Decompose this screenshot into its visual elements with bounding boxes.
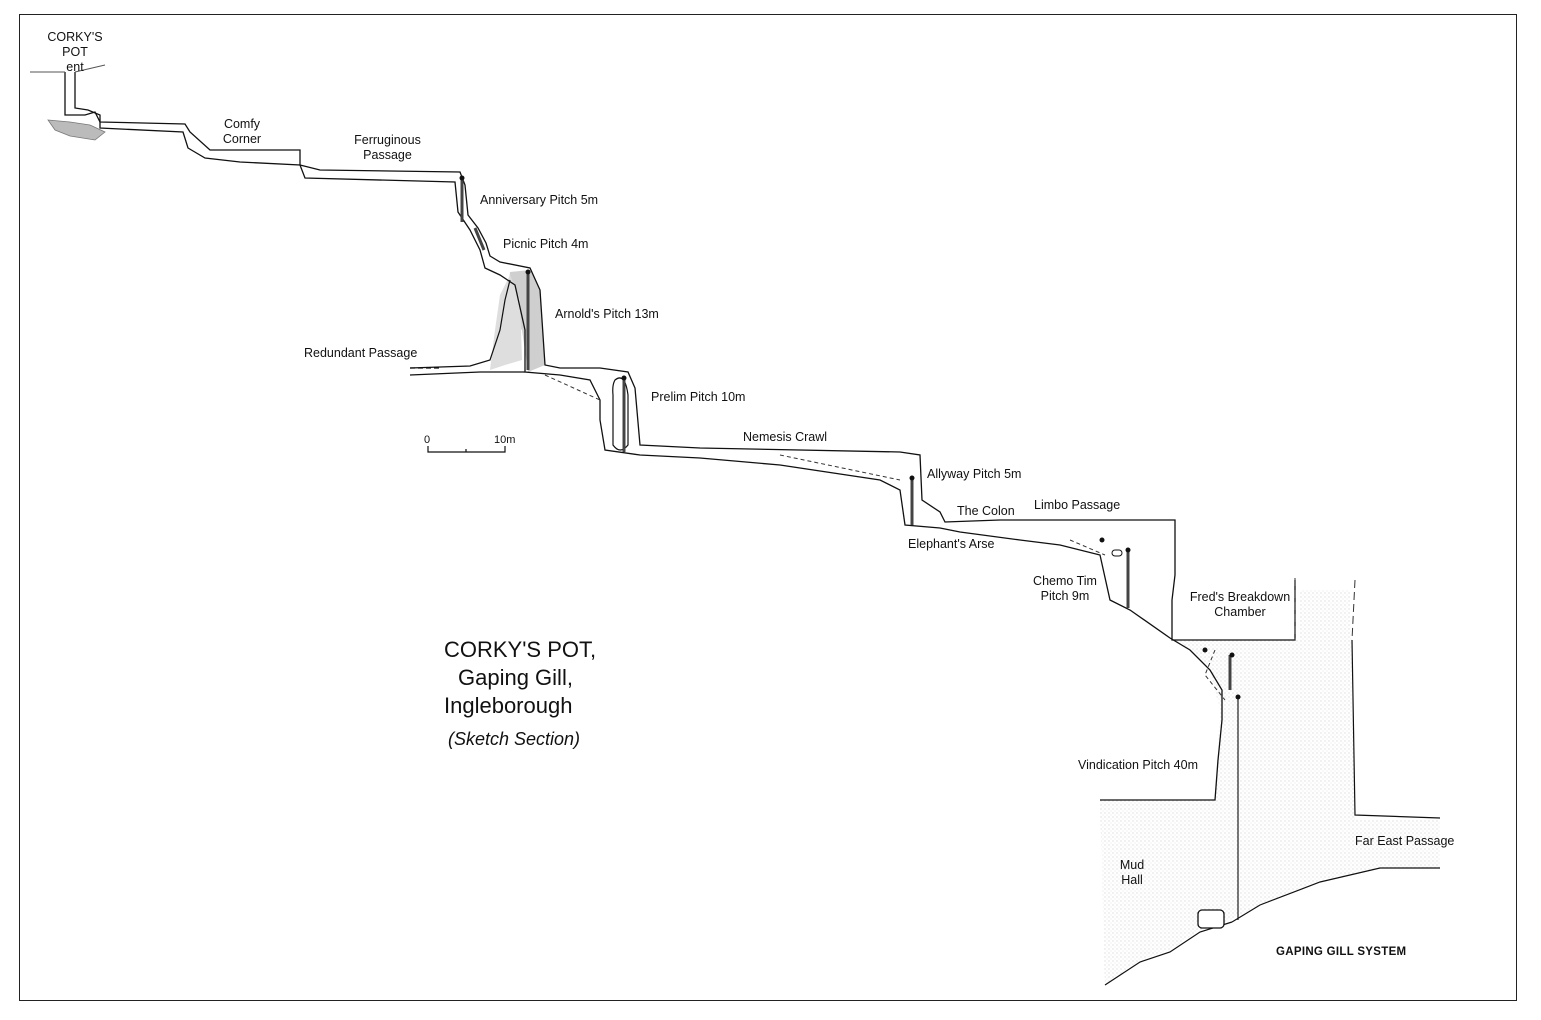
label-freds-breakdown-chamber: Fred's Breakdown Chamber xyxy=(1189,590,1291,619)
label-prelim-pitch: Prelim Pitch 10m xyxy=(651,390,746,404)
scale-start-label: 0 xyxy=(424,434,431,446)
label-allyway-pitch: Allyway Pitch 5m xyxy=(927,467,1022,481)
prelim-pitch-loop xyxy=(612,377,629,451)
mud-hall-floor xyxy=(1104,921,1233,986)
label-redundant-passage: Redundant Passage xyxy=(304,346,418,360)
entrance-line1: CORKY'S xyxy=(47,30,103,44)
redundant-passage-shade xyxy=(490,275,522,370)
entrance-line3: ent xyxy=(66,60,84,74)
map-frame xyxy=(19,14,1517,1001)
entrance-line2: POT xyxy=(62,45,88,59)
label-vindication-pitch: Vindication Pitch 40m xyxy=(1078,758,1198,772)
far-east-passage-walls xyxy=(1231,639,1441,923)
dashed-floor-3 xyxy=(1069,539,1106,556)
bolt-points xyxy=(459,175,1241,700)
dashed-floor-4 xyxy=(1204,649,1226,701)
label-picnic-pitch: Picnic Pitch 4m xyxy=(503,237,589,251)
pitch-ladders xyxy=(460,178,1232,690)
label-comfy-corner: Comfy Corner xyxy=(222,117,262,146)
title-line1: CORKY'S POT, xyxy=(444,637,597,662)
freds-chamber-dashed-wall xyxy=(1294,578,1356,641)
label-chemo-tim-pitch: Chemo Tim Pitch 9m xyxy=(1033,574,1097,603)
label-gaping-gill-system: GAPING GILL SYSTEM xyxy=(1276,946,1407,958)
label-elephants-arse: Elephant's Arse xyxy=(908,537,995,551)
dashed-floor-1 xyxy=(544,374,601,401)
title-line3: Ingleborough xyxy=(444,693,573,718)
label-mud-hall: Mud Hall xyxy=(1119,858,1145,887)
title-line2: Gaping Gill, xyxy=(458,665,573,690)
label-ferruginous-passage: Ferruginous Passage xyxy=(354,133,421,162)
label-far-east-passage: Far East Passage xyxy=(1355,834,1455,848)
mud-hall-boulder xyxy=(1197,909,1225,929)
label-anniversary-pitch: Anniversary Pitch 5m xyxy=(480,193,599,207)
label-nemesis-crawl: Nemesis Crawl xyxy=(743,430,828,444)
label-limbo-passage: Limbo Passage xyxy=(1034,498,1121,512)
scale-end-label: 10m xyxy=(494,434,516,446)
title-subtitle: (Sketch Section) xyxy=(448,729,581,749)
entrance-rubble xyxy=(47,119,106,141)
passage-lower-wall xyxy=(74,72,1223,801)
scale-bar xyxy=(427,446,506,453)
label-arnolds-pitch: Arnold's Pitch 13m xyxy=(555,307,659,321)
label-the-colon: The Colon xyxy=(957,504,1015,518)
chemo-tim-boulder xyxy=(1111,549,1123,557)
label-entrance: CORKY'S POT ent xyxy=(40,30,110,75)
surface-ground-left xyxy=(30,64,106,73)
redundant-passage-walls xyxy=(409,279,525,376)
passage-upper-wall xyxy=(64,72,1296,641)
gaping-gill-shaded-area xyxy=(1100,590,1440,985)
